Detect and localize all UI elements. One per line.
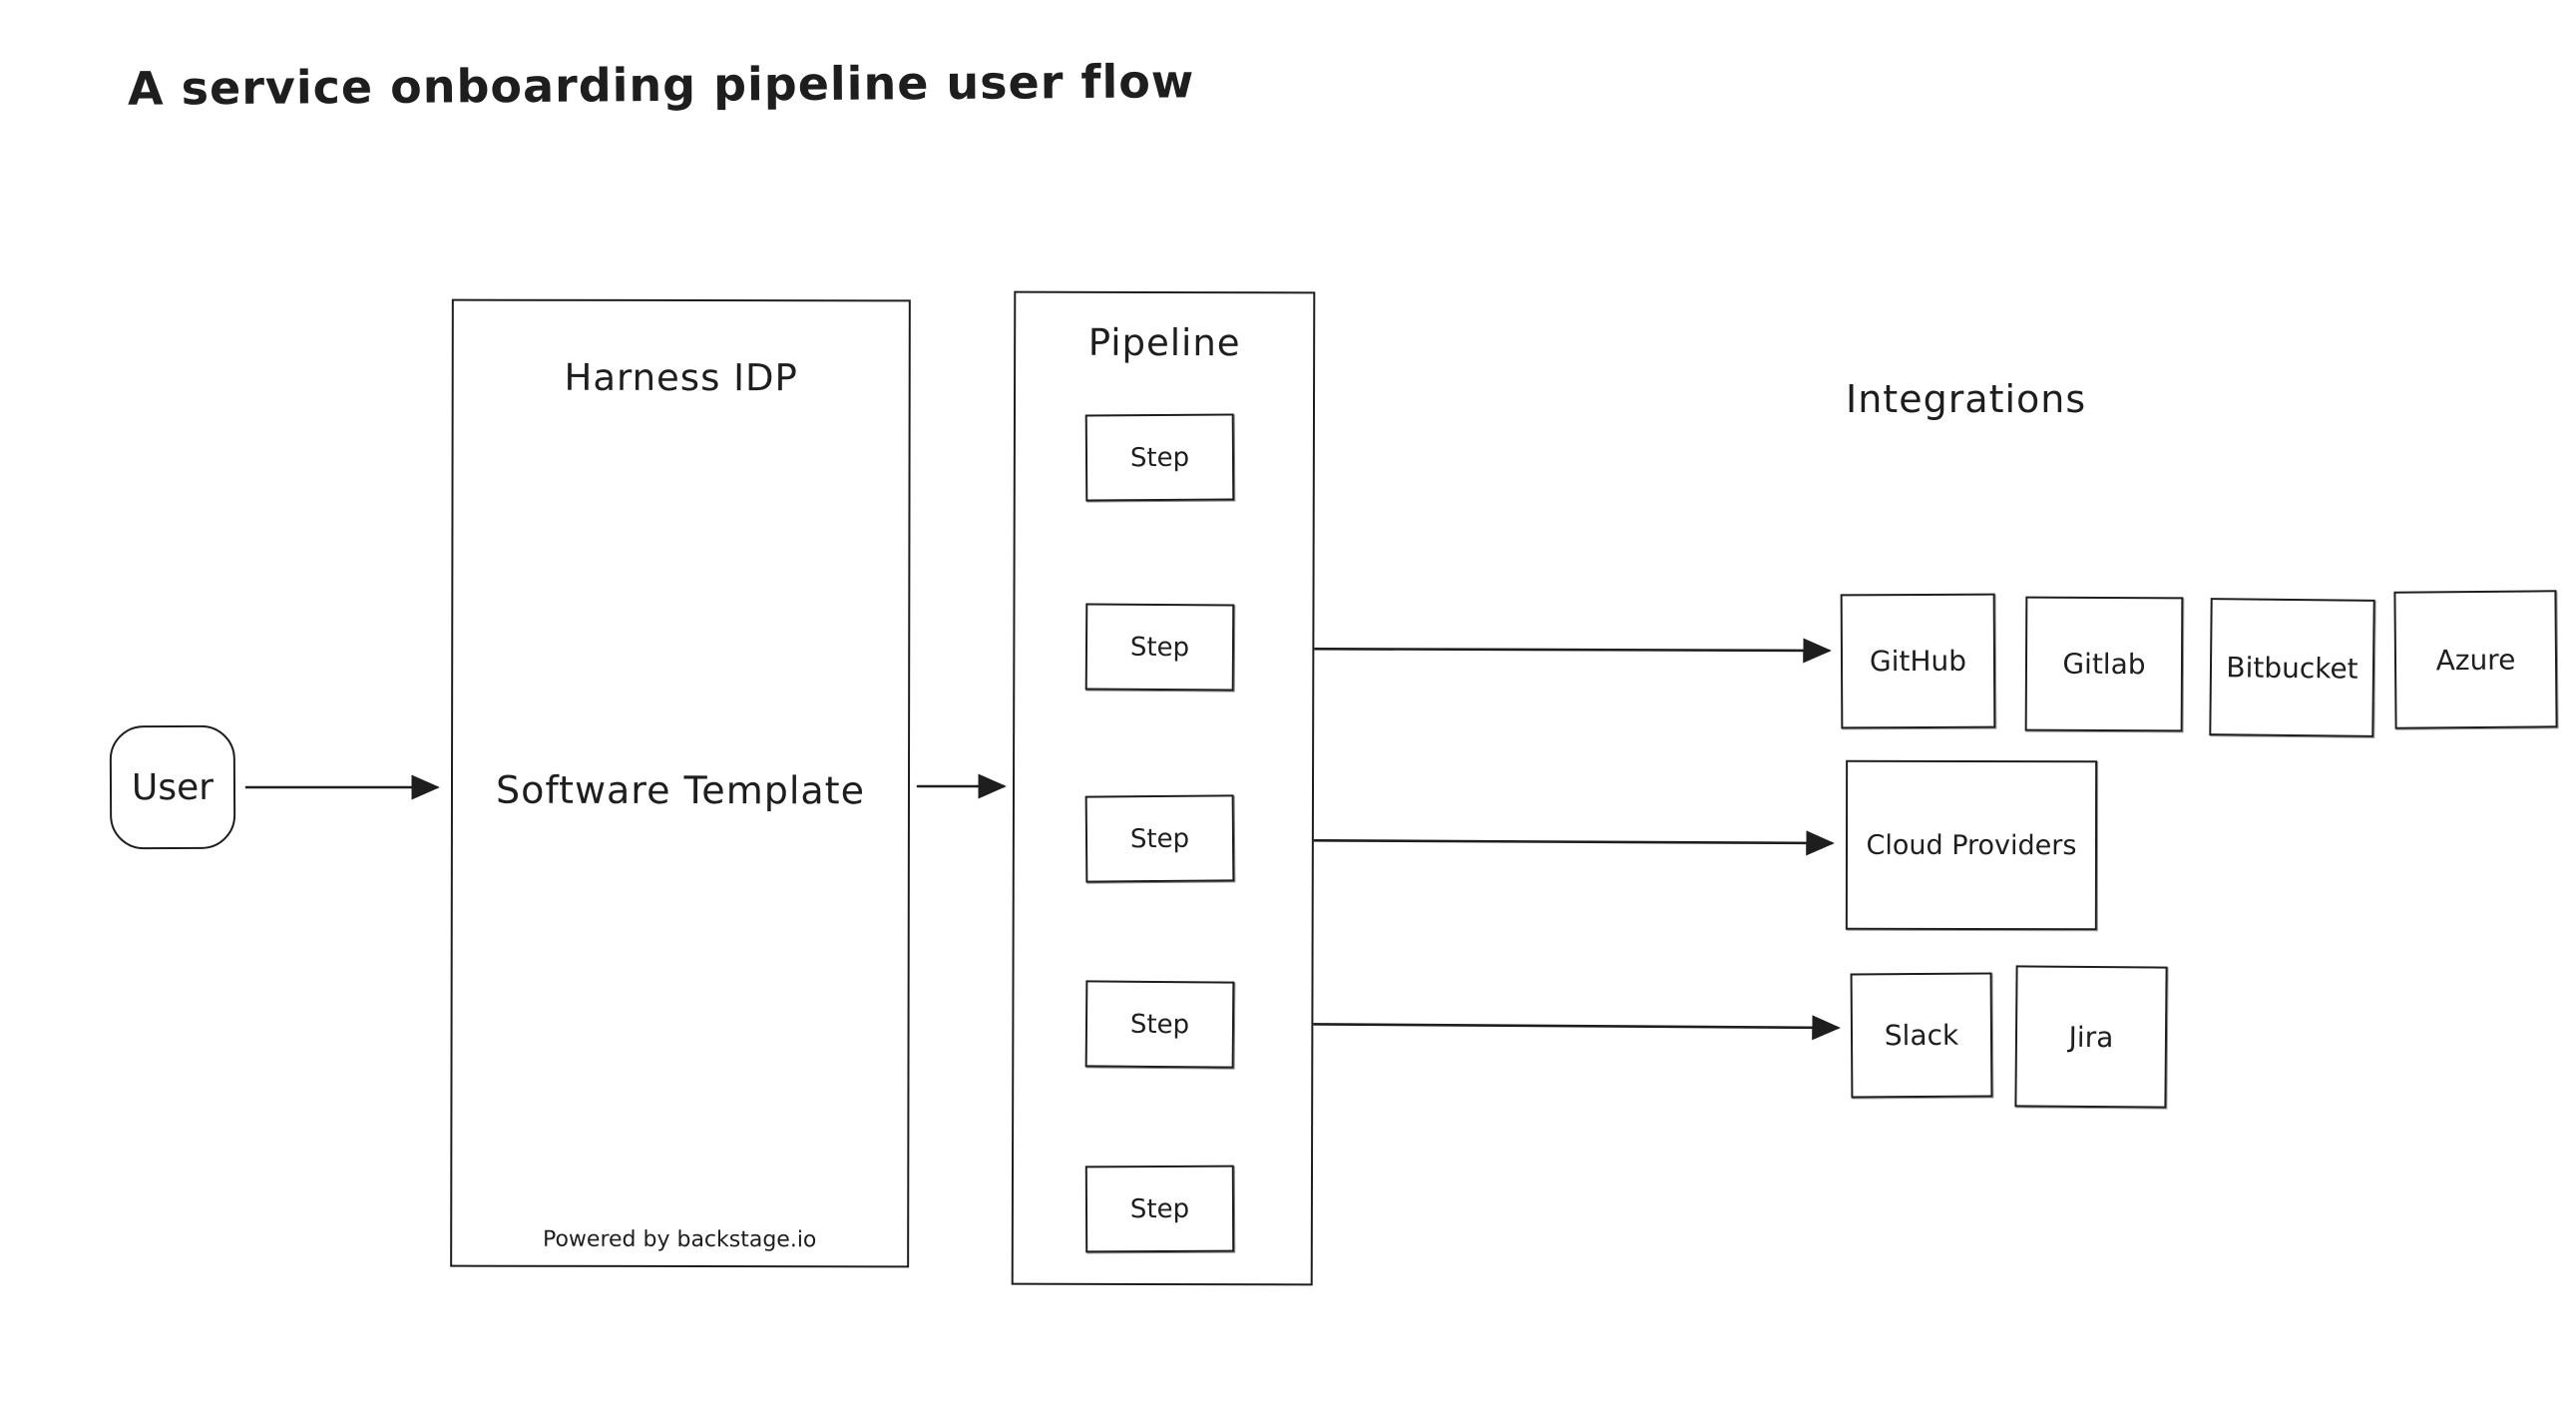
- pipeline-step-5[interactable]: Step: [1084, 1165, 1235, 1253]
- cloud-providers-label: Cloud Providers: [1866, 829, 2077, 861]
- powered-by-backstage-label: Powered by backstage.io: [542, 1226, 817, 1253]
- software-template-label: Software Template: [495, 767, 866, 813]
- jira-label: Jira: [2068, 1020, 2114, 1054]
- integration-github[interactable]: GitHub: [1840, 593, 1996, 729]
- pipeline-step-3[interactable]: Step: [1084, 794, 1235, 883]
- harness-idp-box[interactable]: Harness IDP Software Template Powered by…: [450, 298, 911, 1268]
- user-label: User: [131, 766, 215, 808]
- user-node[interactable]: User: [109, 724, 236, 850]
- step-label: Step: [1129, 632, 1190, 663]
- integration-jira[interactable]: Jira: [2014, 965, 2168, 1109]
- gitlab-label: Gitlab: [2062, 647, 2146, 682]
- github-label: GitHub: [1869, 644, 1967, 679]
- pipeline-step-4[interactable]: Step: [1084, 980, 1235, 1069]
- integration-gitlab[interactable]: Gitlab: [2024, 596, 2184, 732]
- slack-label: Slack: [1884, 1018, 1959, 1053]
- integration-slack[interactable]: Slack: [1850, 972, 1993, 1099]
- arrow-step4-to-collaboration[interactable]: [1257, 1015, 1841, 1041]
- bitbucket-label: Bitbucket: [2226, 650, 2359, 686]
- pipeline-step-2[interactable]: Step: [1084, 603, 1235, 692]
- step-label: Step: [1129, 1009, 1190, 1040]
- arrow-step2-to-source-control[interactable]: [1243, 638, 1832, 664]
- harness-idp-title: Harness IDP: [564, 355, 798, 400]
- step-label: Step: [1129, 1193, 1190, 1224]
- integrations-title: Integrations: [1846, 377, 2087, 421]
- integration-bitbucket[interactable]: Bitbucket: [2209, 598, 2375, 737]
- arrow-step3-to-cloud-providers[interactable]: [1257, 830, 1835, 856]
- diagram-title: A service onboarding pipeline user flow: [127, 54, 1195, 116]
- azure-label: Azure: [2435, 643, 2516, 677]
- pipeline-title: Pipeline: [1087, 320, 1241, 365]
- integration-cloud-providers[interactable]: Cloud Providers: [1845, 759, 2098, 931]
- step-label: Step: [1129, 823, 1190, 854]
- pipeline-step-1[interactable]: Step: [1084, 413, 1235, 502]
- integration-azure[interactable]: Azure: [2393, 590, 2558, 729]
- step-label: Step: [1129, 442, 1190, 473]
